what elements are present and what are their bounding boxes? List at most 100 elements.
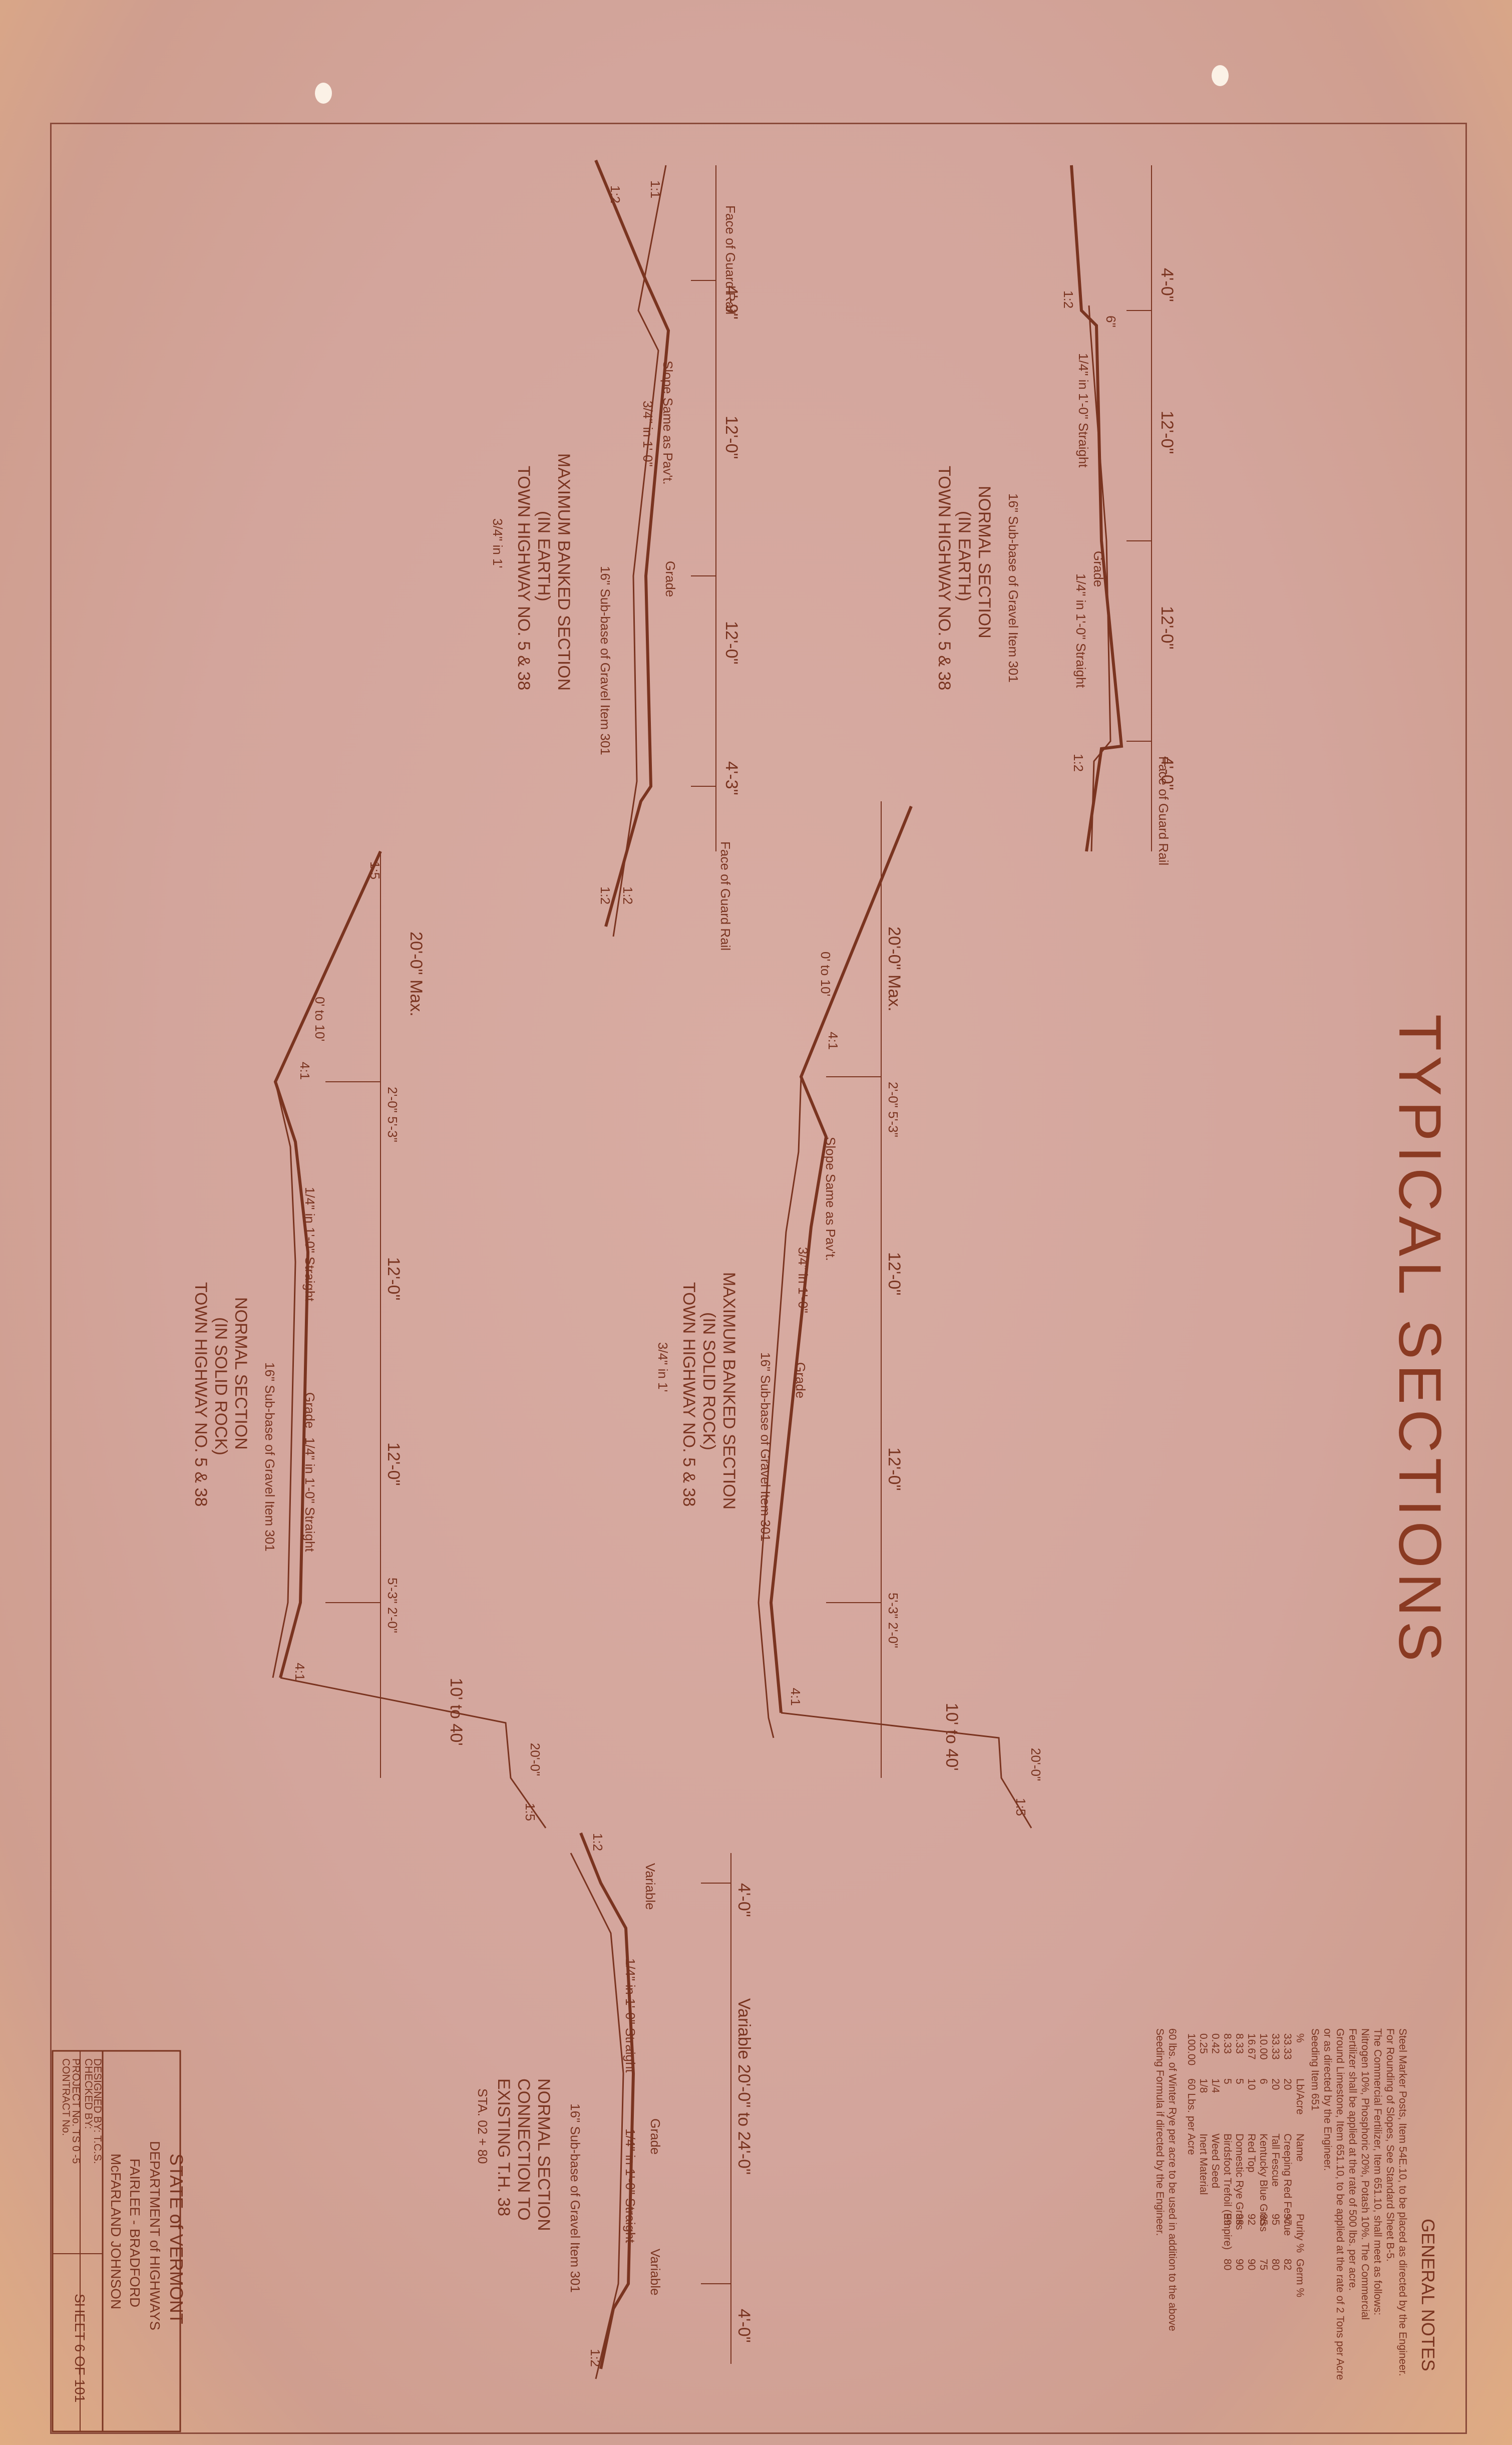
- section-condition: (IN SOLID ROCK): [699, 1312, 718, 1450]
- seed-table-cell: 1/8: [1198, 2078, 1209, 2093]
- seed-table-cell: 82: [1282, 2259, 1293, 2270]
- slope-ratio-label: 1:1: [648, 180, 663, 198]
- note-line: Nitrogen 10%, Phosphoric 20%, Potash 10%…: [1359, 2028, 1371, 2320]
- subbase-label: 16" Sub-base of Gravel Item 301: [598, 566, 613, 755]
- section-road: TOWN HIGHWAY NO. 5 & 38: [191, 1282, 210, 1506]
- station-label: STA. 02 + 80: [475, 2088, 490, 2164]
- note-line: Fertilizer shall be applied at the rate …: [1347, 2028, 1358, 2291]
- title-designed: DESIGNED BY: T.C.S.: [92, 2058, 103, 2164]
- section-name: NORMAL SECTION: [231, 1297, 250, 1450]
- connection-profile: [579, 1832, 635, 2369]
- slope-ratio-label: 1:2: [1061, 290, 1076, 309]
- slope-ratio-label: 4:1: [297, 1062, 312, 1080]
- note-line: For Rounding of Slopes, See Standard She…: [1384, 2028, 1396, 2262]
- superelevation-label: 3/4" in 1': [655, 1342, 670, 1392]
- note-footer: 60 lbs. of Winter Rye per acre to be use…: [1167, 2028, 1178, 2331]
- note-line: Seeding Item 651: [1309, 2028, 1321, 2111]
- seed-table-cell: 60 Lbs. per Acre: [1186, 2078, 1197, 2155]
- grade-label: Grade: [648, 2118, 663, 2155]
- variable-label-right: Variable: [648, 2249, 663, 2295]
- seed-table-cell: 92: [1246, 2214, 1257, 2225]
- offset-dim: 0' to 10': [818, 952, 833, 996]
- banked-section-earth: 4'-9" 12'-0" 12'-0" 4'-3" 3/4" in 1'-0" …: [490, 159, 741, 951]
- connection-subgrade: [570, 1853, 624, 2379]
- seed-table-cell: 90: [1234, 2259, 1245, 2270]
- fill-width-dim: 10' to 40': [942, 1703, 961, 1771]
- title-sheet: SHEET 6 OF 101: [72, 2294, 88, 2402]
- border-frame: [50, 123, 1467, 2434]
- seed-table-cell: 8.33: [1222, 2033, 1233, 2054]
- normal-rock-profile: [273, 850, 382, 1678]
- normal-rock-subgrade: [272, 1081, 296, 1678]
- slope-ratio-label: 4:1: [826, 1032, 841, 1050]
- section-road: EXISTING T.H. 38: [494, 2078, 513, 2216]
- seed-header-purity: Purity %: [1294, 2214, 1306, 2253]
- shoulder-left-dim: 4'-9": [722, 285, 741, 320]
- section-condition: CONNECTION TO: [514, 2078, 533, 2221]
- notes-title: GENERAL NOTES: [1418, 2219, 1438, 2371]
- section-road: TOWN HIGHWAY NO. 5 & 38: [514, 466, 533, 690]
- note-footer: Seeding Formula if directed by the Engin…: [1154, 2028, 1166, 2236]
- sheet-title: TYPICAL SECTIONS: [1386, 1014, 1453, 1666]
- slope-a-label: 3/4" in 1'-0": [796, 1247, 811, 1313]
- title-state: STATE of VERMONT: [166, 2154, 187, 2324]
- subbase-label: 16" Sub-base of Gravel Item 301: [262, 1362, 277, 1552]
- banked-rock-subgrade: [758, 1076, 802, 1738]
- title-checked: CHECKED BY:: [83, 2058, 94, 2129]
- slope-ratio-label: 1:2: [598, 886, 613, 904]
- ditch-right-dim: 5'-3" 2'-0": [385, 1578, 400, 1633]
- note-line: Steel Marker Posts, Item 54E.10, to be p…: [1397, 2028, 1408, 2376]
- seed-table-cell: 20: [1282, 2078, 1293, 2090]
- guard-rail-label: Face of Guard Rail: [1156, 756, 1171, 865]
- slope-ratio-label: 1:5: [367, 861, 383, 879]
- seed-table-cell: 80: [1270, 2259, 1281, 2270]
- seed-table-cell: Red Top: [1246, 2133, 1257, 2173]
- section-condition: (IN EARTH): [955, 511, 974, 601]
- seed-table-cell: 0.25: [1198, 2033, 1209, 2054]
- banked-earth-subgrade: [612, 165, 667, 937]
- slope-left-label: 1/4" in 1'-0" Straight: [623, 1958, 638, 2073]
- normal-section-rock: 20'-0" Max. 0' to 10' 2'-0" 5'-3" 12'-0"…: [191, 850, 547, 1828]
- seed-table-cell: 16.67: [1246, 2033, 1257, 2060]
- lane-left-dim: 12'-0": [384, 1257, 403, 1301]
- banked-section-rock: 20'-0" Max. 0' to 10' 2'-0" 5'-3" 12'-0"…: [655, 801, 1043, 1828]
- slope-ratio-label: 4:1: [292, 1663, 307, 1681]
- title-contract: CONTRACT No.: [60, 2058, 72, 2136]
- general-notes: GENERAL NOTES Steel Marker Posts, Item 5…: [1154, 2028, 1438, 2380]
- seed-table-cell: Domestic Rye Grass: [1234, 2133, 1245, 2230]
- slope-right-label: 1/4" in 1'-0" Straight: [1073, 573, 1088, 688]
- normal-earth-subgrade: [1088, 305, 1111, 852]
- rock-width-dim: 20'-0": [528, 1743, 543, 1776]
- seed-table-cell: 8.33: [1234, 2033, 1245, 2054]
- slope-ratio-labels: 1:2 1:2 1:2 1:1 1:2 1:2 4:1 4:1 1:5 1:5 …: [292, 180, 1118, 2367]
- section-name: MAXIMUM BANKED SECTION: [719, 1272, 738, 1509]
- grade-label: Grade: [663, 561, 678, 597]
- lane-right-dim: 12'-0": [1158, 606, 1177, 650]
- seed-table-cell: Inert Material: [1198, 2133, 1209, 2195]
- lane-left-dim: 12'-0": [722, 416, 741, 459]
- normal-rock-cut-dash: [274, 851, 382, 1082]
- seed-header-lb: Lb/Acre: [1294, 2078, 1306, 2114]
- shoulder-left-dim: 4'-0": [734, 1883, 753, 1917]
- seed-header-pct: %: [1294, 2033, 1306, 2043]
- slope-right-label: 1/4" in 1'-0" Straight: [302, 1437, 317, 1552]
- title-dept: DEPARTMENT of HIGHWAYS: [147, 2141, 163, 2330]
- title-project: PROJECT No. TS 0 -5: [70, 2058, 82, 2164]
- seed-table-cell: 95: [1270, 2214, 1281, 2225]
- punch-hole-right: [1212, 65, 1229, 86]
- normal-section-earth: 4'-0" 12'-0" 12'-0" 4'-0" 1/4" in 1'-0" …: [935, 165, 1177, 865]
- slope-b-label: Slope Same as Pav't.: [660, 361, 675, 485]
- slope-ratio-label: 1:5: [1013, 1798, 1028, 1816]
- seed-table-cell: 97: [1282, 2214, 1293, 2225]
- section-road: TOWN HIGHWAY NO. 5 & 38: [935, 466, 954, 690]
- shoulder-left-dim: 4'-0": [1158, 268, 1177, 302]
- slope-a-label: 3/4" in 1'-0": [640, 401, 655, 467]
- section-name: NORMAL SECTION: [975, 486, 994, 639]
- subbase-label: 16" Sub-base of Gravel Item 301: [1006, 493, 1021, 683]
- cut-height-dim: 20'-0" Max.: [885, 927, 904, 1012]
- width-dim: Variable 20'-0" to 24'-0": [734, 1998, 753, 2175]
- section-name: MAXIMUM BANKED SECTION: [554, 453, 573, 691]
- slope-ratio-label: 1:2: [1071, 754, 1086, 772]
- slope-b-label: Slope Same as Pav't.: [823, 1137, 838, 1261]
